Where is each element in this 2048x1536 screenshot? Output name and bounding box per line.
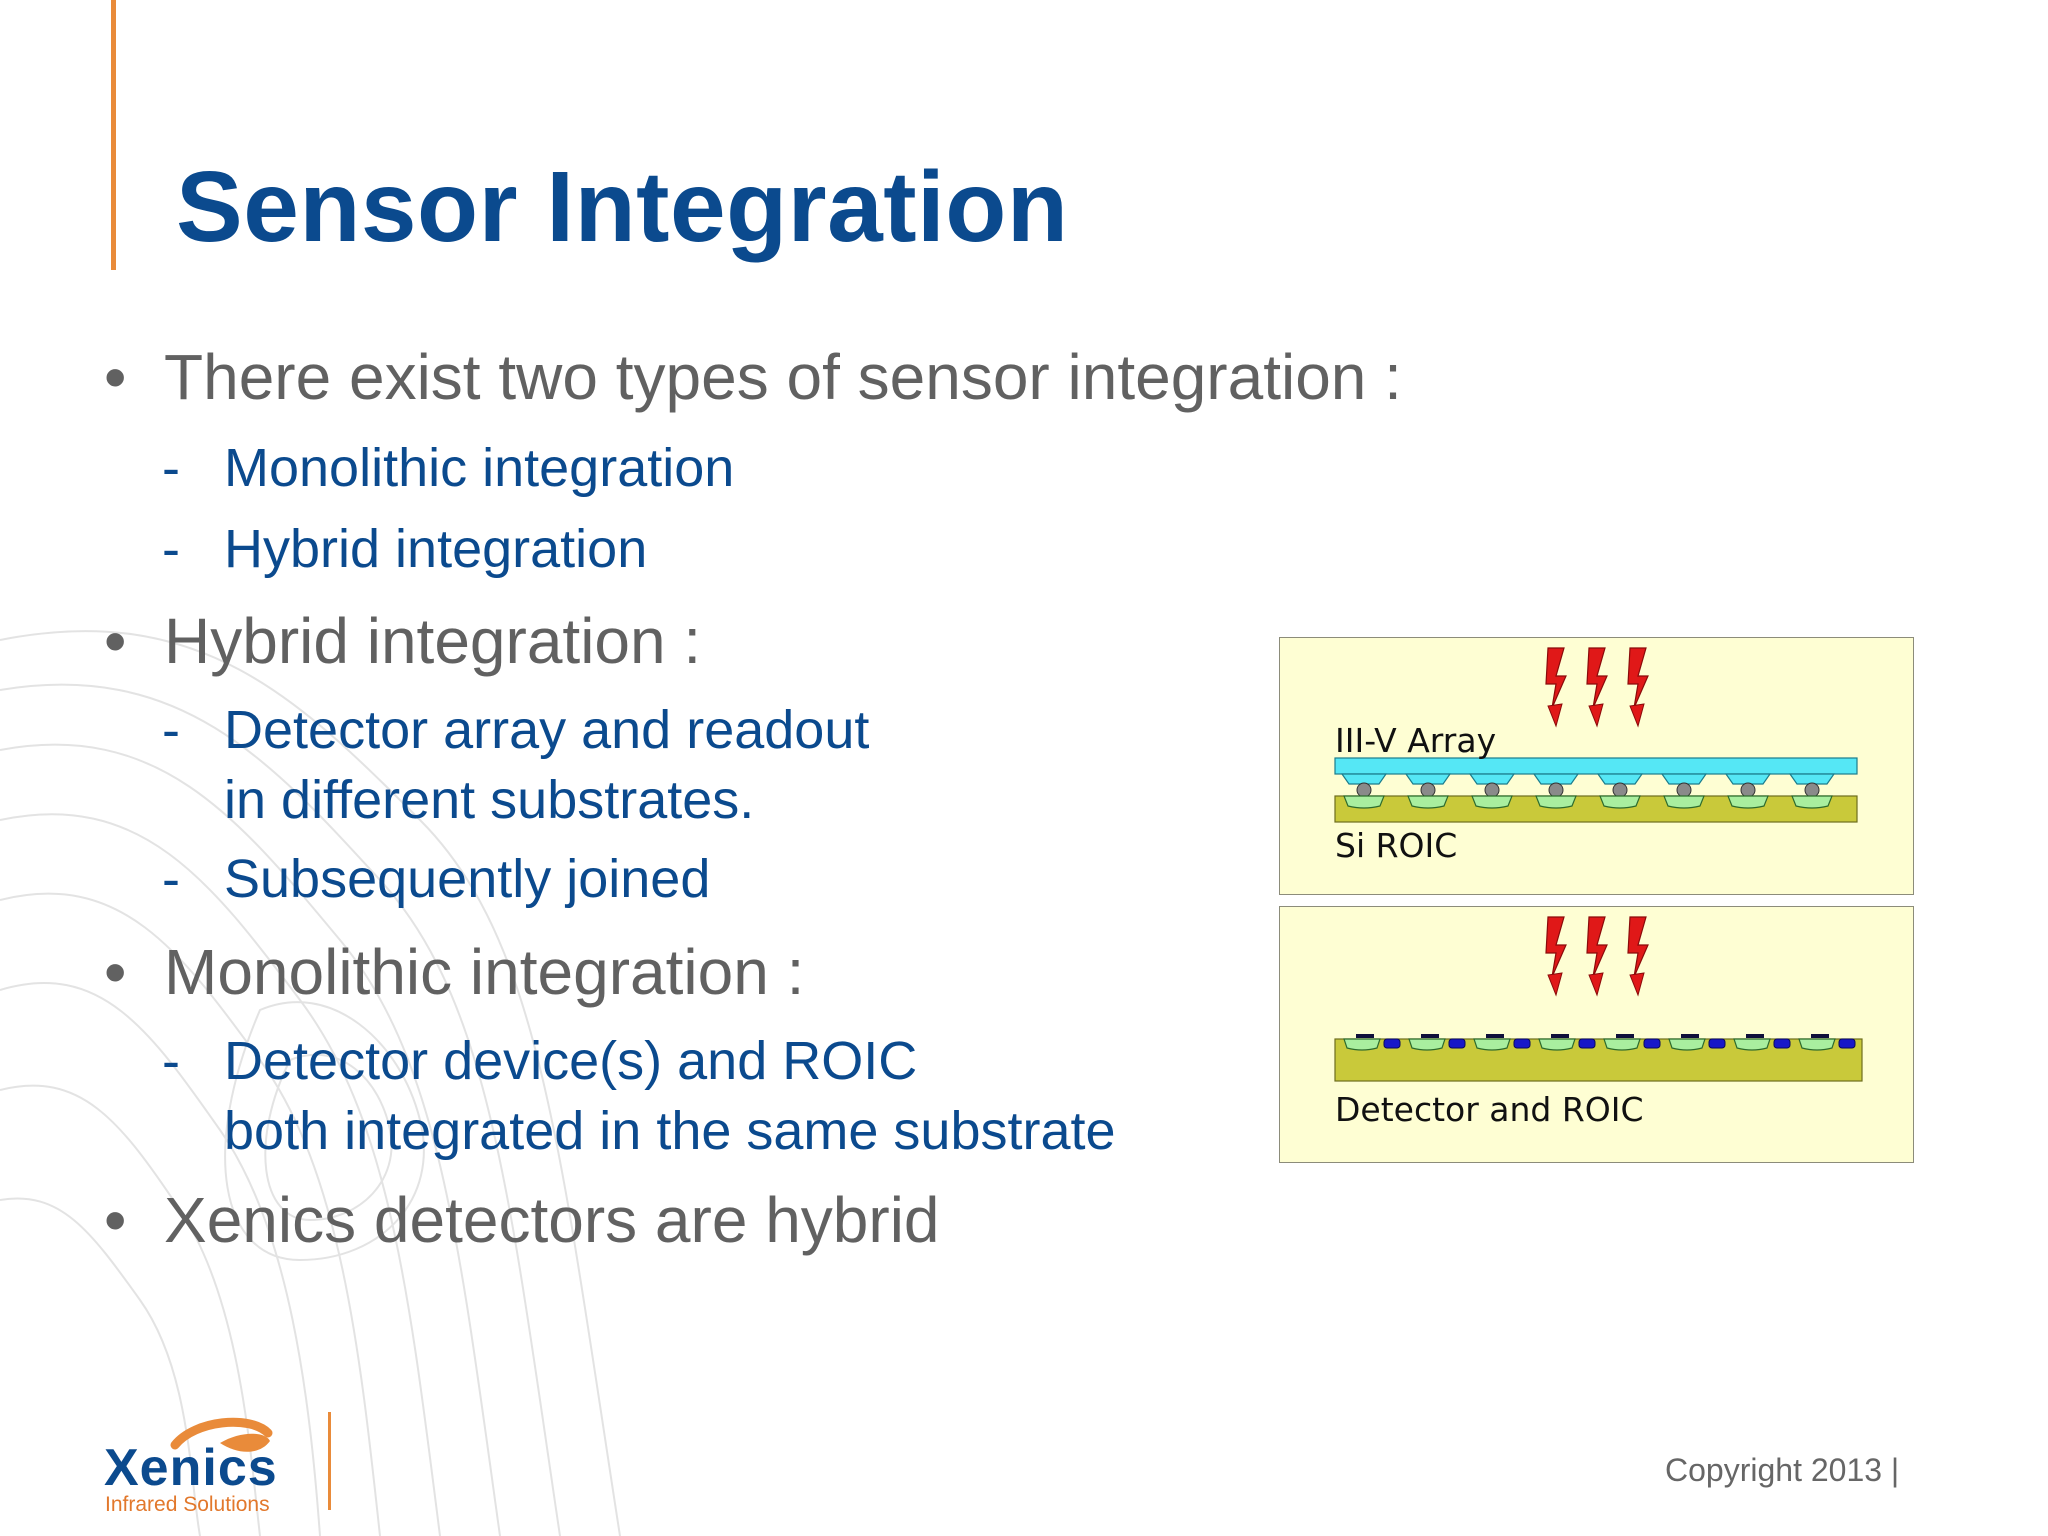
xenics-logo-icon xyxy=(170,1417,273,1452)
sub-bullet-line: in different substrates. xyxy=(224,770,755,830)
lightning-arrowhead-icon xyxy=(1588,972,1604,997)
hybrid-diagram-panel: III-V Array Si ROIC xyxy=(1279,637,1914,895)
metal-line xyxy=(1746,1034,1764,1038)
roic-contact xyxy=(1643,1038,1661,1049)
metal-line xyxy=(1421,1034,1439,1038)
roic-pixel-pad xyxy=(1663,795,1705,809)
array-mesa xyxy=(1788,773,1836,785)
metal-line xyxy=(1486,1034,1504,1038)
roic-contact xyxy=(1578,1038,1596,1049)
hybrid-diagram xyxy=(1334,647,1858,823)
logo-divider xyxy=(328,1412,331,1510)
bullet-text: Xenics detectors are hybrid xyxy=(164,1184,940,1256)
metal-line xyxy=(1811,1034,1829,1038)
slide-title: Sensor Integration xyxy=(176,151,1069,263)
roic-pixel-pad xyxy=(1791,795,1833,809)
metal-line xyxy=(1681,1034,1699,1038)
detector-pixel xyxy=(1408,1038,1446,1051)
roic-contact xyxy=(1448,1038,1466,1049)
metal-line xyxy=(1616,1034,1634,1038)
bullet-text: Hybrid integration : xyxy=(164,605,702,677)
array-label: III-V Array xyxy=(1335,721,1497,760)
array-mesa xyxy=(1660,773,1708,785)
roic-label: Si ROIC xyxy=(1335,826,1458,865)
sub-bullet-marker: - xyxy=(162,1031,180,1091)
indium-bump xyxy=(1356,782,1372,798)
sub-bullet-line: Detector device(s) and ROIC xyxy=(224,1031,918,1091)
sub-bullet-text: Subsequently joined xyxy=(224,849,711,909)
array-mesa xyxy=(1596,773,1644,785)
indium-bump xyxy=(1484,782,1500,798)
lightning-bolt-icon xyxy=(1586,647,1608,709)
roic-contact xyxy=(1513,1038,1531,1049)
roic-pixel-pad xyxy=(1599,795,1641,809)
detector-roic-label: Detector and ROIC xyxy=(1335,1090,1644,1129)
array-mesa xyxy=(1340,773,1388,785)
bullet-text: Monolithic integration : xyxy=(164,936,805,1008)
sub-bullet-text: Detector array and readout in different … xyxy=(224,695,869,835)
indium-bump xyxy=(1804,782,1820,798)
sub-bullet-marker: - xyxy=(162,849,180,909)
bullet-marker: • xyxy=(104,605,127,677)
metal-line xyxy=(1356,1034,1374,1038)
lightning-arrowhead-icon xyxy=(1629,703,1645,728)
sub-bullet-line: both integrated in the same substrate xyxy=(224,1101,1116,1161)
lightning-arrowhead-icon xyxy=(1547,703,1563,728)
roic-pixel-pad xyxy=(1471,795,1513,809)
lightning-arrowhead-icon xyxy=(1629,972,1645,997)
bullet-marker: • xyxy=(104,341,127,413)
bullet-marker: • xyxy=(104,1184,127,1256)
iii-v-array-layer xyxy=(1334,757,1858,775)
sub-bullet-text: Detector device(s) and ROIC both integra… xyxy=(224,1026,1116,1166)
indium-bump xyxy=(1740,782,1756,798)
lightning-bolt-icon xyxy=(1586,916,1608,978)
detector-pixel xyxy=(1473,1038,1511,1051)
detector-pixel xyxy=(1603,1038,1641,1051)
lightning-arrowhead-icon xyxy=(1588,703,1604,728)
indium-bump xyxy=(1676,782,1692,798)
detector-pixel xyxy=(1538,1038,1576,1051)
detector-pixel xyxy=(1733,1038,1771,1051)
bullet-marker: • xyxy=(104,936,127,1008)
title-accent-bar xyxy=(111,0,116,270)
monolithic-diagram xyxy=(1334,916,1863,1082)
indium-bump xyxy=(1612,782,1628,798)
logo-tagline: Infrared Solutions xyxy=(105,1493,270,1516)
logo-wordmark: Xenics xyxy=(104,1439,278,1497)
metal-line xyxy=(1551,1034,1569,1038)
roic-pixel-pad xyxy=(1343,795,1385,809)
sub-bullet-text: Hybrid integration xyxy=(224,519,648,579)
roic-pixel-pad xyxy=(1407,795,1449,809)
indium-bump xyxy=(1548,782,1564,798)
roic-contact xyxy=(1773,1038,1791,1049)
lightning-bolt-icon xyxy=(1627,647,1649,709)
array-mesa xyxy=(1724,773,1772,785)
bullet-text: There exist two types of sensor integrat… xyxy=(164,341,1402,413)
detector-pixel xyxy=(1343,1038,1381,1051)
roic-pixel-pad xyxy=(1535,795,1577,809)
lightning-bolt-icon xyxy=(1545,647,1567,709)
lightning-bolt-icon xyxy=(1627,916,1649,978)
array-mesa xyxy=(1404,773,1452,785)
sub-bullet-line: Detector array and readout xyxy=(224,700,870,760)
roic-contact xyxy=(1838,1038,1856,1049)
detector-pixel xyxy=(1668,1038,1706,1051)
sub-bullet-marker: - xyxy=(162,438,180,498)
sub-bullet-text: Monolithic integration xyxy=(224,438,735,498)
array-mesa xyxy=(1532,773,1580,785)
sub-bullet-marker: - xyxy=(162,700,180,760)
copyright-text: Copyright 2013 | xyxy=(1665,1452,1900,1488)
roic-pixel-pad xyxy=(1727,795,1769,809)
sub-bullet-marker: - xyxy=(162,519,180,579)
lightning-bolt-icon xyxy=(1545,916,1567,978)
array-mesa xyxy=(1468,773,1516,785)
lightning-arrowhead-icon xyxy=(1547,972,1563,997)
roic-contact xyxy=(1383,1038,1401,1049)
monolithic-diagram-panel: Detector and ROIC xyxy=(1279,906,1914,1163)
indium-bump xyxy=(1420,782,1436,798)
roic-contact xyxy=(1708,1038,1726,1049)
detector-pixel xyxy=(1798,1038,1836,1051)
